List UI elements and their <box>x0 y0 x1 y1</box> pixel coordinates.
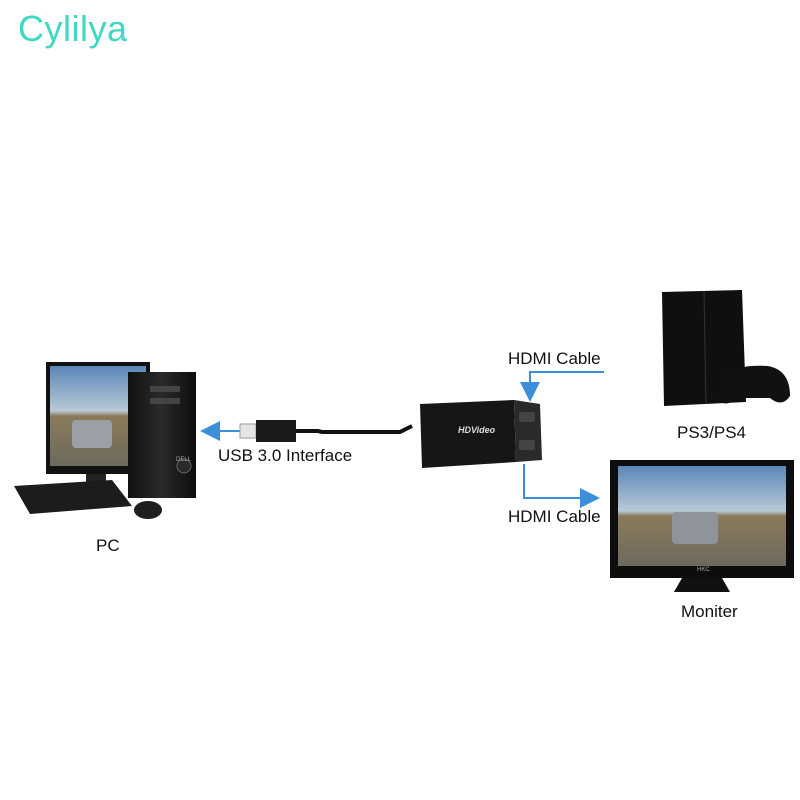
controller <box>718 365 790 404</box>
mouse <box>134 501 162 519</box>
hdmi-out-label: HDMI Cable <box>508 507 601 526</box>
pc-label: PC <box>96 536 120 555</box>
keyboard <box>14 480 132 514</box>
usb-interface-label: USB 3.0 Interface <box>218 446 353 465</box>
pc-brand-text: DELL <box>176 457 192 463</box>
usb-cable <box>296 424 413 434</box>
monitor <box>610 460 794 592</box>
device-logo-text: HDVideo <box>458 425 496 435</box>
monitor-label: Moniter <box>681 602 738 621</box>
capture-device <box>420 400 542 468</box>
monitor-brand-text: HKC <box>697 567 710 573</box>
hdmi-in-label: HDMI Cable <box>508 349 601 368</box>
hdmi-out-arrow <box>523 464 600 508</box>
pc-tower <box>128 372 196 498</box>
usb-plug <box>239 420 296 442</box>
console-label: PS3/PS4 <box>677 423 746 442</box>
brand-logo-text: Cylilya <box>18 8 128 49</box>
hdmi-in-arrow <box>520 371 604 402</box>
